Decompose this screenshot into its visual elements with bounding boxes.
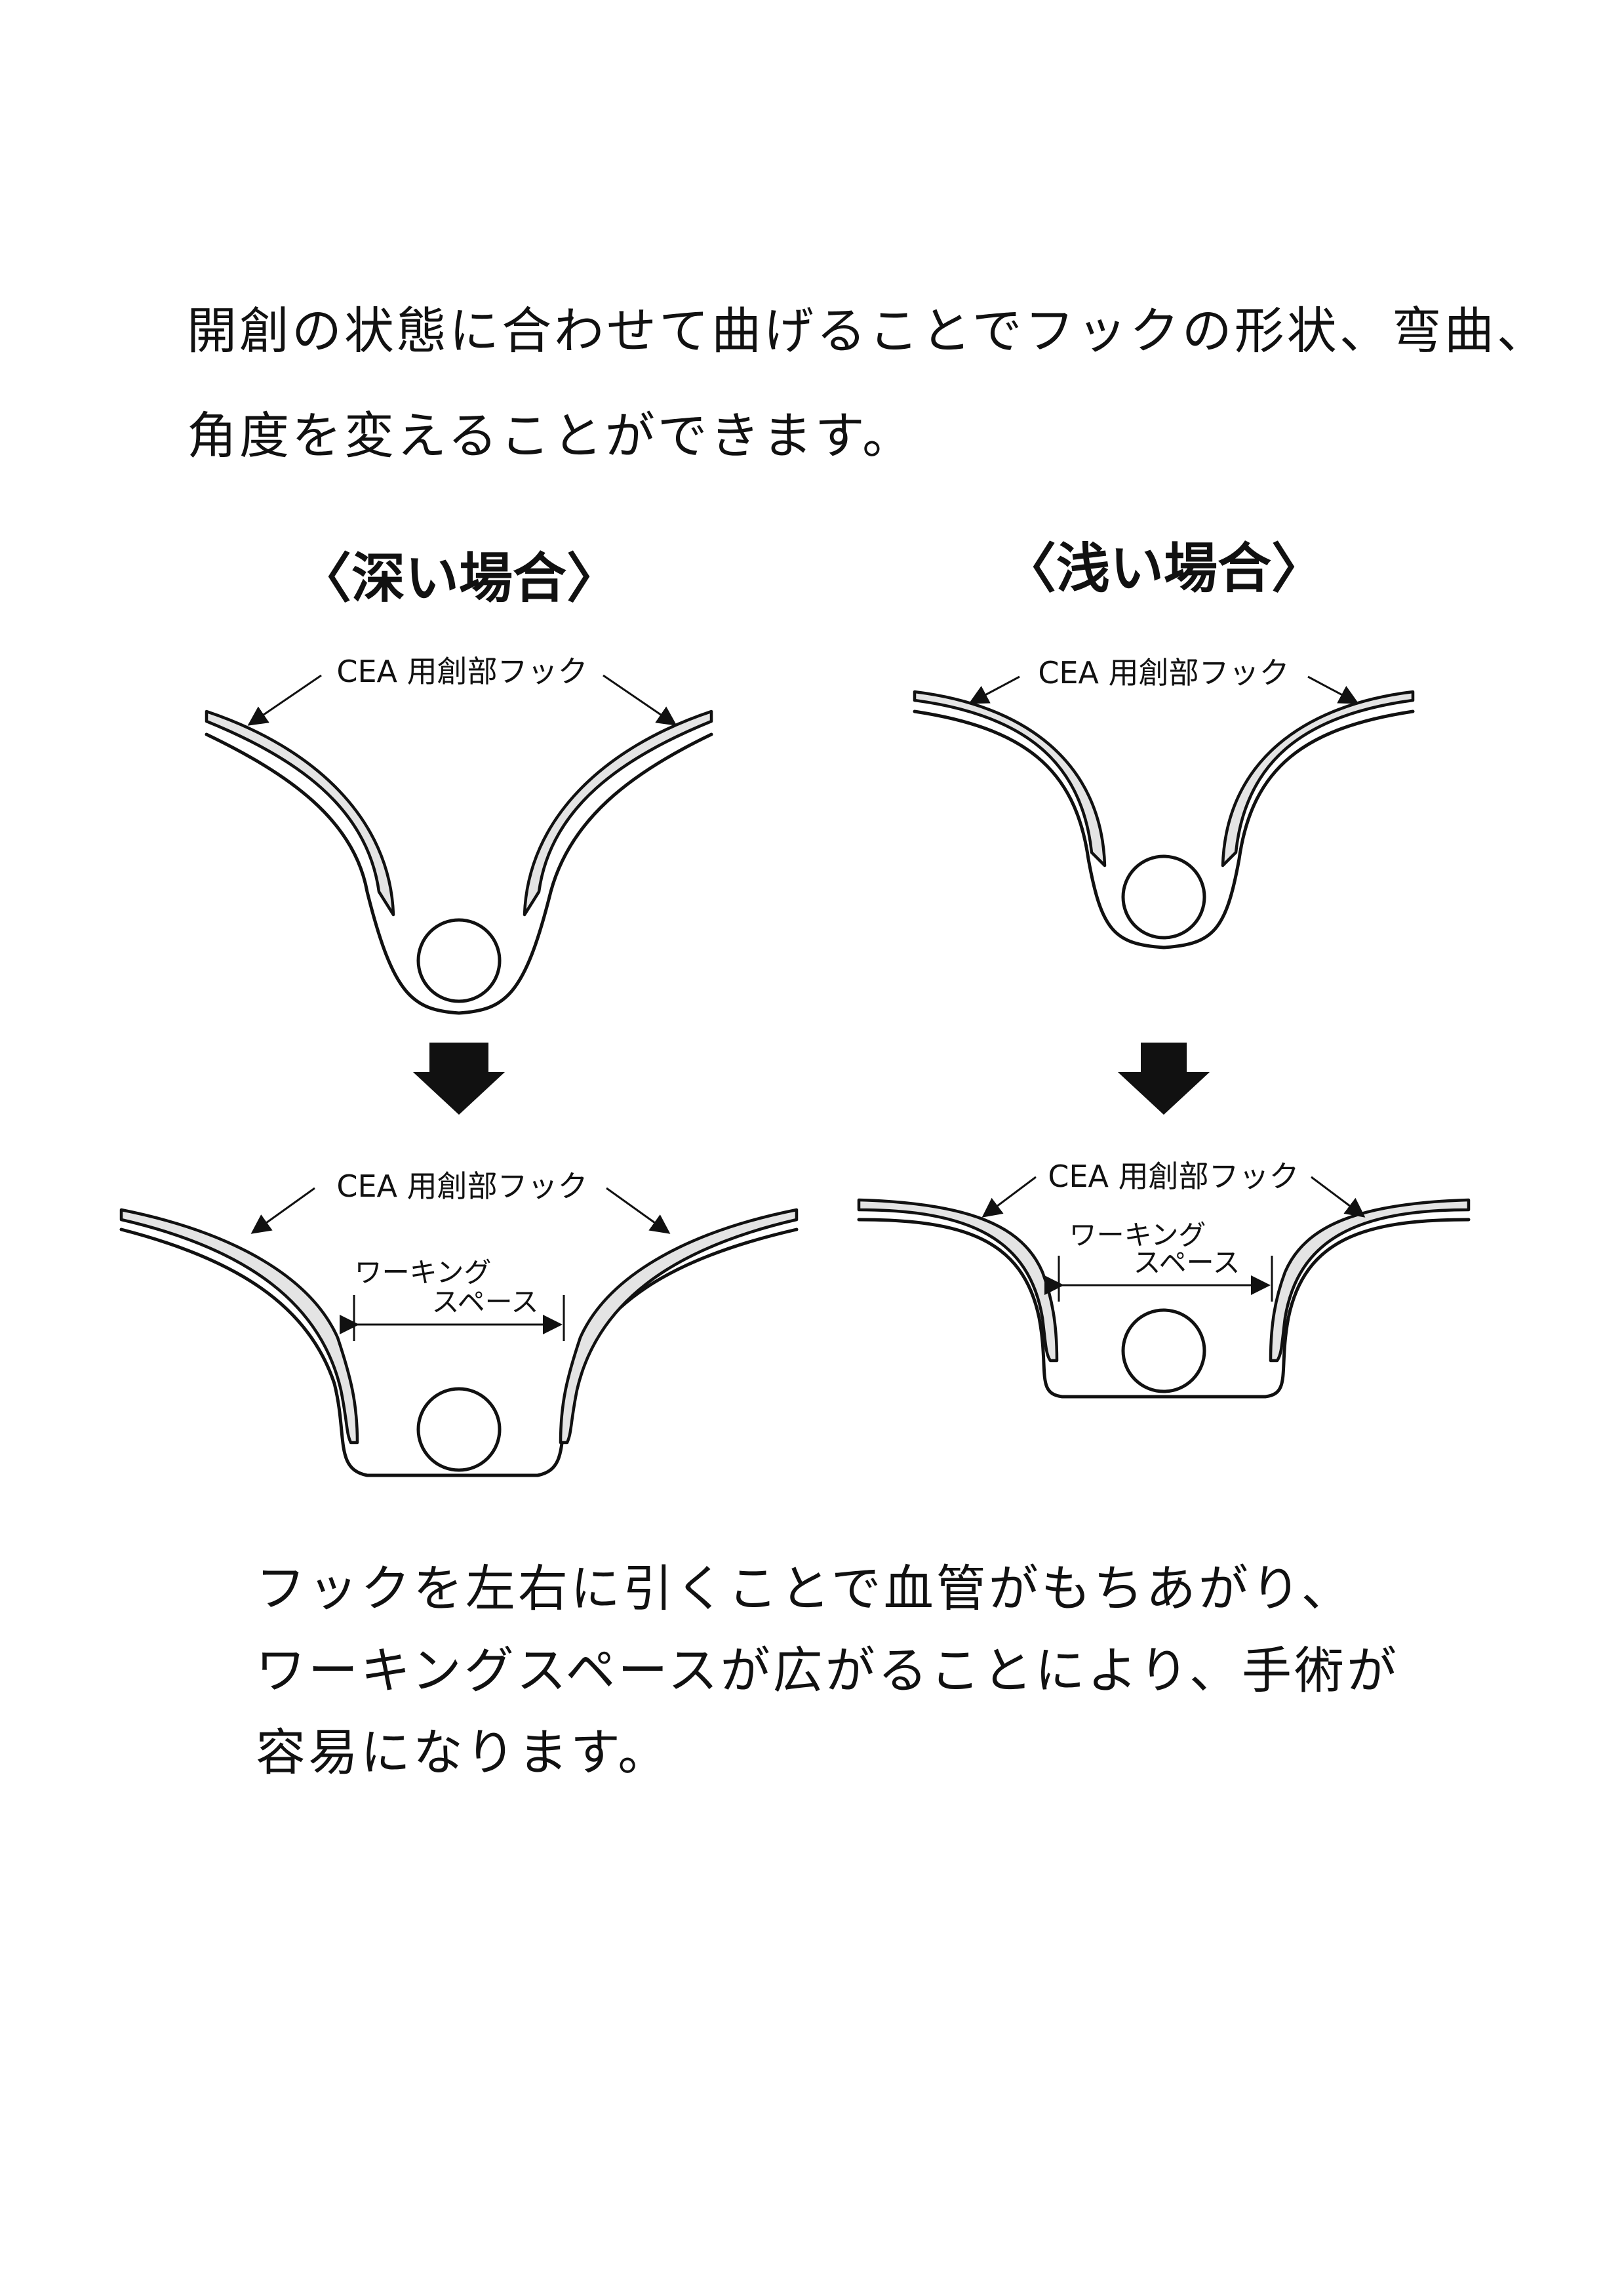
- deep-after-vessel: [416, 1387, 502, 1472]
- shallow-before-wound-outline: [913, 709, 1415, 949]
- shallow-transition-arrow: [1118, 1043, 1210, 1115]
- outro-paragraph: フックを左右に引くことで血管がもちあがり、 ワーキングスペースが広がることにより…: [256, 1547, 1501, 1793]
- shallow-after-vessel: [1121, 1308, 1206, 1393]
- deep-after-right-pointer: [606, 1187, 671, 1234]
- deep-before-hook-label: CEA 用創部フック: [336, 654, 587, 689]
- deep-after-left-pointer: [250, 1187, 315, 1234]
- shallow-before-left-pointer: [968, 675, 1020, 704]
- shallow-working-space-label-line1: ワーキング: [1069, 1219, 1206, 1251]
- intro-line-1: 開創の状態に合わせて曲げることでフックの形状、弯曲、: [187, 302, 1549, 360]
- deep-after-hook-label: CEA 用創部フック: [336, 1168, 587, 1204]
- shallow-before-right-pointer: [1307, 675, 1359, 704]
- deep-before-left-pointer: [247, 674, 322, 726]
- deep-after-illustration: CEA 用創部フック ワーキング スペース: [119, 1168, 799, 1477]
- shallow-after-illustration: CEA 用創部フック ワーキング スペース: [857, 1159, 1471, 1399]
- deep-working-space-label-line1: ワーキング: [355, 1256, 492, 1288]
- deep-before-right-hook: [523, 709, 713, 917]
- shallow-before-vessel: [1121, 854, 1206, 940]
- outro-line-1: フックを左右に引くことで血管がもちあがり、: [256, 1559, 1354, 1618]
- shallow-after-left-pointer: [981, 1176, 1037, 1218]
- deep-before-right-pointer: [603, 674, 677, 726]
- deep-case-title: 〈深い場合〉: [298, 548, 620, 610]
- deep-before-illustration: CEA 用創部フック: [205, 654, 713, 1015]
- shallow-after-left-hook: [857, 1198, 1059, 1363]
- deep-before-left-hook: [205, 709, 395, 917]
- shallow-after-hook-label: CEA 用創部フック: [1048, 1159, 1299, 1194]
- outro-line-3: 容易になります。: [256, 1723, 671, 1782]
- deep-before-wound-outline: [205, 732, 713, 1015]
- shallow-case-title: 〈浅い場合〉: [1002, 538, 1325, 600]
- intro-line-2: 角度を変えることができます。: [187, 407, 915, 465]
- shallow-after-right-pointer: [1311, 1176, 1366, 1218]
- shallow-before-left-hook: [913, 690, 1107, 868]
- shallow-working-space-label-line2: スペース: [1134, 1247, 1240, 1279]
- shallow-before-right-hook: [1221, 690, 1415, 868]
- shallow-before-illustration: CEA 用創部フック: [913, 655, 1415, 949]
- deep-after-right-hook: [559, 1208, 799, 1445]
- deep-working-space-label-line2: スペース: [432, 1286, 539, 1318]
- shallow-after-right-hook: [1269, 1198, 1471, 1363]
- deep-transition-arrow: [413, 1043, 505, 1115]
- outro-line-2: ワーキングスペースが広がることにより、手術が: [256, 1641, 1400, 1700]
- shallow-before-hook-label: CEA 用創部フック: [1038, 655, 1289, 690]
- deep-before-vessel: [416, 918, 502, 1003]
- deep-after-left-hook: [119, 1208, 359, 1445]
- shallow-after-wound-outline: [857, 1218, 1471, 1399]
- intro-paragraph: 開創の状態に合わせて曲げることでフックの形状、弯曲、 角度を変えることができます…: [187, 279, 1549, 489]
